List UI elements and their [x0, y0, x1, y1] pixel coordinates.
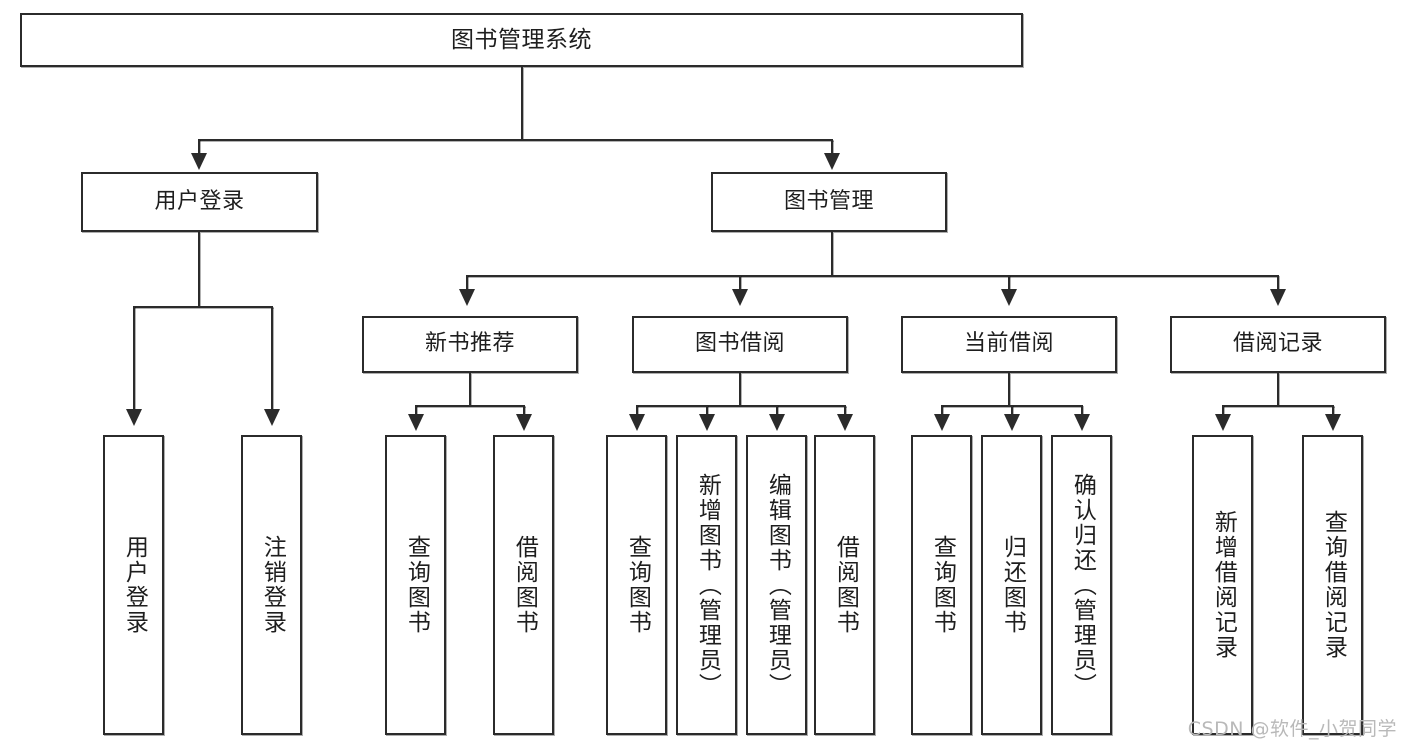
leaf-bb-edit-book-admin[interactable]: 编辑图书（管理员） — [746, 435, 807, 735]
arrow-head-br-leaf-1 — [1215, 414, 1231, 431]
node-label: 当前借阅 — [963, 331, 1054, 357]
watermark-text: CSDN @软件_小贺同学 — [1187, 718, 1397, 740]
edge-bb-drop-1 — [636, 405, 639, 418]
node-label: 查询图书 — [929, 535, 956, 635]
edge-cb-drop-1 — [941, 405, 944, 418]
edge-bb-stem — [739, 373, 742, 407]
arrow-head-to-borrow-record — [1270, 289, 1286, 306]
node-label: 用户登录 — [121, 535, 148, 635]
edge-root-stem — [521, 67, 524, 141]
edge-br-bus — [1222, 405, 1335, 408]
arrow-head-bb-leaf-2 — [699, 414, 715, 431]
node-label: 图书借阅 — [694, 331, 785, 357]
node-book-management[interactable]: 图书管理 — [711, 172, 947, 232]
leaf-nbr-borrow-book[interactable]: 借阅图书 — [493, 435, 554, 735]
leaf-logout[interactable]: 注销登录 — [241, 435, 302, 735]
leaf-bb-borrow-book[interactable]: 借阅图书 — [814, 435, 875, 735]
arrow-head-to-current-borrow — [1001, 289, 1017, 306]
node-label: 借阅图书 — [832, 535, 859, 635]
arrow-head-bb-leaf-3 — [769, 414, 785, 431]
node-user-login[interactable]: 用户登录 — [81, 172, 318, 232]
leaf-bb-query-book[interactable]: 查询图书 — [606, 435, 667, 735]
leaf-cb-query-book[interactable]: 查询图书 — [911, 435, 972, 735]
arrow-head-cb-leaf-3 — [1074, 414, 1090, 431]
edge-book-management-stem — [831, 232, 834, 277]
edge-user-login-bus — [133, 306, 274, 309]
edge-book-management-bus — [466, 275, 1279, 278]
edge-cb-drop-2 — [1011, 405, 1014, 418]
arrow-head-cb-leaf-1 — [934, 414, 950, 431]
edge-root-drop-2 — [831, 139, 834, 158]
arrow-head-to-book-borrow — [732, 289, 748, 306]
arrow-head-br-leaf-2 — [1325, 414, 1341, 431]
edge-bb-drop-4 — [844, 405, 847, 418]
arrow-head-user-login-leaf-1 — [126, 409, 142, 426]
node-label: 借阅记录 — [1232, 331, 1323, 357]
leaf-cb-confirm-return-admin[interactable]: 确认归还（管理员） — [1051, 435, 1112, 735]
edge-user-login-stem — [198, 232, 201, 308]
node-label: 新增图书（管理员） — [694, 472, 721, 698]
edge-bm-drop-4 — [1277, 275, 1280, 294]
node-label: 查询图书 — [403, 535, 430, 635]
node-label: 图书管理 — [783, 188, 874, 214]
edge-nbr-bus — [415, 405, 526, 408]
edge-user-login-drop-1 — [133, 306, 136, 414]
node-label: 新增借阅记录 — [1210, 510, 1237, 660]
edge-cb-drop-3 — [1081, 405, 1084, 418]
arrow-head-to-user-login — [191, 153, 207, 170]
edge-root-bus — [198, 139, 834, 142]
arrow-head-cb-leaf-2 — [1004, 414, 1020, 431]
node-label: 查询图书 — [624, 535, 651, 635]
edge-bm-drop-3 — [1008, 275, 1011, 294]
node-current-borrow[interactable]: 当前借阅 — [901, 316, 1117, 373]
node-label: 新书推荐 — [424, 331, 515, 357]
edge-bm-drop-1 — [466, 275, 469, 294]
leaf-bb-add-book-admin[interactable]: 新增图书（管理员） — [676, 435, 737, 735]
edge-nbr-drop-1 — [415, 405, 418, 418]
leaf-br-add-record[interactable]: 新增借阅记录 — [1192, 435, 1253, 735]
node-label: 注销登录 — [259, 535, 286, 635]
edge-br-stem — [1277, 373, 1280, 407]
edge-nbr-drop-2 — [523, 405, 526, 418]
edge-bb-bus — [636, 405, 847, 408]
arrow-head-to-book-management — [824, 153, 840, 170]
node-label: 借阅图书 — [511, 535, 538, 635]
arrow-head-to-new-book-recommend — [459, 289, 475, 306]
edge-br-drop-2 — [1332, 405, 1335, 418]
leaf-nbr-query-book[interactable]: 查询图书 — [385, 435, 446, 735]
edge-bm-drop-2 — [739, 275, 742, 294]
node-label: 归还图书 — [999, 535, 1026, 635]
leaf-user-login[interactable]: 用户登录 — [103, 435, 164, 735]
node-label: 确认归还（管理员） — [1069, 472, 1096, 698]
leaf-cb-return-book[interactable]: 归还图书 — [981, 435, 1042, 735]
arrow-head-bb-leaf-1 — [629, 414, 645, 431]
edge-bb-drop-3 — [776, 405, 779, 418]
edge-bb-drop-2 — [706, 405, 709, 418]
edge-cb-stem — [1008, 373, 1011, 407]
edge-root-drop-1 — [198, 139, 201, 158]
node-label: 用户登录 — [154, 188, 245, 214]
edge-user-login-drop-2 — [271, 306, 274, 414]
node-label: 图书管理系统 — [451, 26, 592, 53]
arrow-head-bb-leaf-4 — [837, 414, 853, 431]
node-new-book-recommend[interactable]: 新书推荐 — [362, 316, 578, 373]
node-label: 查询借阅记录 — [1320, 510, 1347, 660]
node-root-book-management-system[interactable]: 图书管理系统 — [20, 13, 1023, 67]
edge-nbr-stem — [469, 373, 472, 407]
node-book-borrow[interactable]: 图书借阅 — [632, 316, 848, 373]
arrow-head-user-login-leaf-2 — [264, 409, 280, 426]
node-borrow-record[interactable]: 借阅记录 — [1170, 316, 1386, 373]
edge-br-drop-1 — [1222, 405, 1225, 418]
arrow-head-nbr-leaf-1 — [408, 414, 424, 431]
arrow-head-nbr-leaf-2 — [516, 414, 532, 431]
leaf-br-query-record[interactable]: 查询借阅记录 — [1302, 435, 1363, 735]
node-label: 编辑图书（管理员） — [764, 472, 791, 698]
